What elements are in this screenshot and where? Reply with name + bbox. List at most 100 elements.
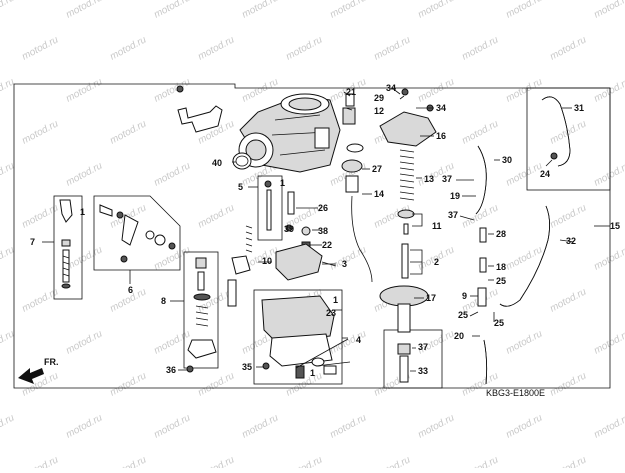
- fuel-line: [351, 195, 373, 283]
- callout-1c: 1: [333, 295, 338, 305]
- watermark-text: motod.ru: [196, 454, 236, 468]
- watermark-text: motod.ru: [284, 34, 324, 62]
- throttle-stop-assembly: [93, 195, 181, 271]
- callout-2: 2: [434, 257, 439, 267]
- callout-35: 35: [242, 362, 252, 372]
- watermark-text: motod.ru: [548, 370, 588, 398]
- callout-14: 14: [374, 189, 384, 199]
- watermark-text: motod.ru: [64, 0, 104, 21]
- watermark-text: motod.ru: [196, 370, 236, 398]
- watermark-text: motod.ru: [460, 34, 500, 62]
- callout-27: 27: [372, 164, 382, 174]
- diaphragm-cover-16: [379, 111, 437, 147]
- callout-8: 8: [161, 296, 166, 306]
- callout-3: 3: [342, 259, 347, 269]
- pilot-screw-26: [287, 191, 295, 215]
- callout-25a: 25: [496, 276, 506, 286]
- callout-34a: 34: [386, 83, 396, 93]
- callout-15: 15: [610, 221, 620, 231]
- watermark-text: motod.ru: [152, 412, 192, 440]
- callout-25c: 25: [494, 318, 504, 328]
- callout-13: 13: [424, 174, 434, 184]
- watermark-text: motod.ru: [152, 0, 192, 21]
- callout-17: 17: [426, 293, 436, 303]
- o-ring-40: [232, 152, 252, 170]
- callout-4: 4: [356, 335, 361, 345]
- watermark-text: motod.ru: [64, 160, 104, 188]
- callout-37a: 37: [442, 174, 452, 184]
- callout-20: 20: [454, 331, 464, 341]
- watermark-text: motod.ru: [460, 118, 500, 146]
- watermark-text: motod.ru: [20, 454, 60, 468]
- watermark-text: motod.ru: [152, 76, 192, 104]
- callout-29: 29: [374, 93, 384, 103]
- watermark-text: motod.ru: [152, 160, 192, 188]
- choke-assembly: [53, 195, 83, 300]
- callout-38: 38: [318, 226, 328, 236]
- watermark-text: motod.ru: [152, 328, 192, 356]
- front-direction-indicator: FR.: [18, 357, 59, 384]
- watermark-text: motod.ru: [592, 328, 625, 356]
- callout-9: 9: [462, 291, 467, 301]
- callout-1a: 1: [80, 207, 85, 217]
- watermark-text: motod.ru: [416, 76, 456, 104]
- vacuum-piston-27: [341, 159, 363, 173]
- watermark-text: motod.ru: [592, 412, 625, 440]
- callout-36: 36: [166, 365, 176, 375]
- callout-5: 5: [238, 182, 243, 192]
- watermark-text: motod.ru: [20, 118, 60, 146]
- watermark-text: motod.ru: [20, 286, 60, 314]
- callout-37b: 37: [448, 210, 458, 220]
- throttle-bracket: [177, 105, 223, 133]
- watermark-text: motod.ru: [504, 412, 544, 440]
- watermark-text: motod.ru: [416, 0, 456, 21]
- watermark-text: motod.ru: [460, 202, 500, 230]
- callout-33: 33: [418, 366, 428, 376]
- watermark-text: motod.ru: [108, 118, 148, 146]
- callout-25b: 25: [458, 310, 468, 320]
- callout-6: 6: [128, 285, 133, 295]
- watermark-text: motod.ru: [64, 328, 104, 356]
- float-chamber: [253, 289, 343, 385]
- watermark-text: motod.ru: [328, 412, 368, 440]
- callout-39: 39: [284, 224, 294, 234]
- callout-30: 30: [502, 155, 512, 165]
- watermark-text: motod.ru: [504, 244, 544, 272]
- callout-11: 11: [432, 221, 442, 231]
- callout-40: 40: [212, 158, 222, 168]
- callout-7: 7: [30, 237, 35, 247]
- watermark-text: motod.ru: [460, 454, 500, 468]
- callout-23: 23: [326, 308, 336, 318]
- hose-inset-frame: [526, 87, 611, 191]
- watermark-text: motod.ru: [328, 244, 368, 272]
- front-arrow-icon: [18, 368, 44, 384]
- jet-needle-parts: [227, 175, 283, 307]
- leader-lines: [42, 87, 610, 372]
- callout-31: 31: [574, 103, 584, 113]
- watermark-text: motod.ru: [592, 76, 625, 104]
- callout-12: 12: [374, 106, 384, 116]
- watermark-text: motod.ru: [548, 202, 588, 230]
- watermark-text: motod.ru: [240, 412, 280, 440]
- spring-13: [399, 149, 415, 201]
- front-label: FR.: [44, 357, 59, 367]
- watermark-text: motod.ru: [108, 370, 148, 398]
- callout-34b: 34: [436, 103, 446, 113]
- callout-16: 16: [436, 131, 446, 141]
- watermark-text: motod.ru: [64, 412, 104, 440]
- watermark-text: motod.ru: [108, 454, 148, 468]
- callout-24: 24: [540, 169, 550, 179]
- accelerator-pump-assembly: [183, 251, 219, 373]
- watermark-text: motod.ru: [504, 328, 544, 356]
- watermark-text: motod.ru: [372, 34, 412, 62]
- watermark-text: motod.ru: [592, 0, 625, 21]
- callout-1d: 1: [310, 368, 315, 378]
- watermark-text: motod.ru: [504, 0, 544, 21]
- watermark-text: motod.ru: [416, 412, 456, 440]
- carburetor-body: [238, 93, 341, 173]
- watermark-text: motod.ru: [240, 76, 280, 104]
- watermark-text: motod.ru: [64, 244, 104, 272]
- watermark-text: motod.ru: [328, 0, 368, 21]
- callout-22: 22: [322, 240, 332, 250]
